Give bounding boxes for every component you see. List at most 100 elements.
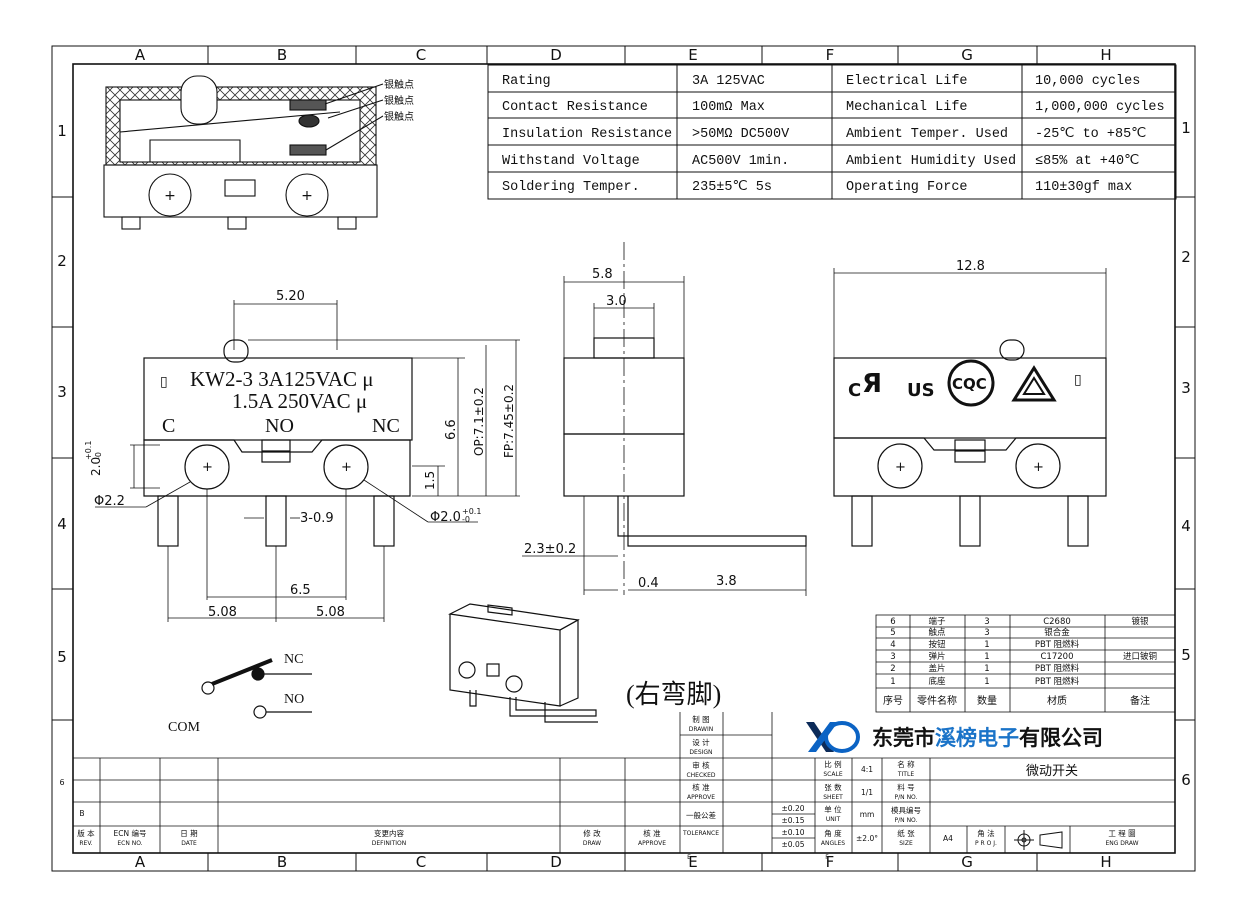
spec-value: 10,000 cycles [1035, 74, 1140, 89]
bom-header-note: 备注 [1130, 694, 1150, 707]
tb-tol-value: ±0.05 [782, 840, 805, 849]
ul-mark-icon: Я [862, 369, 882, 399]
svg-text:+: + [164, 188, 176, 204]
contact-label: 银触点 [384, 110, 414, 123]
spec-table-text: Rating 3A 125VAC Electrical Life 10,000 … [502, 74, 1165, 195]
dim-tol: +0.1 [462, 507, 481, 516]
tb-paper-en: SIZE [899, 840, 913, 847]
projection-icon [1014, 830, 1063, 850]
isometric-view [448, 603, 598, 723]
tb-mold-en: P/N NO. [895, 817, 918, 824]
spec-table [487, 64, 1177, 200]
spec-label: Rating [502, 74, 551, 89]
row-label: 6 [1181, 771, 1191, 789]
spec-value: 110±30gf max [1035, 180, 1132, 195]
col-label: D [550, 46, 562, 64]
spec-value: 100mΩ Max [692, 100, 765, 115]
dim-label: Φ2.2 [94, 494, 125, 509]
bom-cell-qty: 3 [984, 617, 989, 627]
bom-cell-name: 按钮 [928, 639, 946, 650]
row-label: 2 [57, 252, 67, 270]
bom-cell-material: 银合金 [1044, 627, 1070, 638]
col-label: E [688, 853, 697, 871]
section-plus-marks: ++ [164, 188, 313, 204]
spec-value: -25℃ to +85℃ [1035, 127, 1146, 142]
tb-date: 日 期 [180, 829, 197, 838]
tb-part: 料 号 [897, 782, 914, 792]
company-name-post: 有限公司 [1019, 726, 1103, 750]
dim-label: 5.8 [592, 267, 613, 282]
bom-cell-material: C17200 [1041, 652, 1074, 662]
marking-line1: KW2-3 3A125VAC μ [190, 367, 374, 391]
contact-label: 银触点 [384, 78, 414, 91]
svg-text:+: + [301, 188, 313, 204]
spec-label: Insulation Resistance [502, 127, 672, 142]
bom-cell-no: 1 [890, 677, 895, 687]
col-label: G [961, 853, 973, 871]
spec-value: 235±5℃ 5s [692, 180, 772, 195]
dim-label: 3-0.9 [300, 511, 334, 526]
tb-drawn: 制 图 [692, 714, 709, 724]
cert-cqc: CQC [952, 375, 987, 393]
dim-label: 3.0 [606, 294, 627, 309]
tb-proj-en: P R O J. [975, 840, 997, 847]
iso-caption: (右弯脚) [626, 680, 721, 709]
dim-label: 5.08 [208, 605, 237, 620]
dim-label: 1.5 [423, 471, 437, 490]
dim-tol: -0 [94, 452, 103, 460]
bom-cell-qty: 1 [984, 664, 989, 674]
bom-cell-material: C2680 [1043, 617, 1071, 627]
row-label: 1 [1181, 119, 1191, 137]
bom-cell-qty: 1 [984, 640, 989, 650]
col-label: H [1100, 46, 1111, 64]
back-view [833, 268, 1107, 547]
tb-sheet-val: 1/1 [861, 788, 873, 797]
tb-name: 名 称 [897, 759, 915, 769]
tb-general-tol: 一般公差 [686, 810, 716, 820]
tb-unit-en: UNIT [826, 816, 841, 823]
tb-rev: 版 本 [77, 828, 95, 838]
bom-cell-qty: 1 [984, 677, 989, 687]
bom-header-qty: 数量 [977, 694, 997, 707]
dim-label: 2.3±0.2 [524, 542, 576, 557]
dim-label: 5.20 [276, 289, 305, 304]
tb-angle-val: ±2.0° [856, 834, 878, 843]
terminal-c-label: C [162, 415, 175, 437]
tb-f-label: F [825, 854, 829, 861]
bom-header-no: 序号 [883, 694, 903, 707]
side-view [522, 242, 807, 596]
tb-design-en: DESIGN [689, 749, 712, 756]
col-label: C [416, 853, 426, 871]
row-label: 4 [57, 515, 67, 533]
bom-cell-no: 4 [890, 640, 895, 650]
bom-header-name: 零件名称 [917, 694, 957, 707]
frame-labels: A B C D E F G H A B C D E F G H 1 2 3 4 … [57, 46, 1191, 871]
contact-label: 银触点 [384, 94, 414, 107]
schematic-text: NC NO COM [168, 652, 304, 735]
row-label: 3 [57, 383, 67, 401]
tb-appr-en: APPROVE [638, 840, 666, 847]
tb-check-en: CHECKED [686, 772, 715, 779]
tb-angle: 角 度 [824, 828, 842, 838]
side-view-text: 5.8 3.0 2.3±0.2 0.4 3.8 [524, 267, 737, 591]
tb-date-en: DATE [181, 840, 197, 847]
bom-cell-no: 2 [890, 664, 895, 674]
tb-name-en: TITLE [897, 771, 914, 778]
bom-cell-qty: 3 [984, 628, 989, 638]
spec-value: ≤85% at +40℃ [1035, 154, 1139, 169]
tb-ecn: ECN 编号 [114, 828, 147, 838]
bom-cell-material: PBT 阻燃料 [1035, 676, 1080, 687]
dim-label: 3.8 [716, 574, 737, 589]
dim-label: 2.0 [89, 457, 103, 476]
section-view [103, 75, 384, 230]
tb-draw: 修 改 [583, 828, 601, 838]
bom-cell-name: 触点 [928, 627, 946, 638]
tb-sheet-en: SHEET [823, 794, 843, 801]
svg-text:+: + [341, 460, 352, 475]
bom-cell-note: 进口铍铜 [1123, 651, 1157, 662]
col-label: A [135, 853, 146, 871]
drawing-frame [51, 45, 1196, 872]
tb-tol-value: ±0.10 [782, 828, 805, 837]
row-label: 5 [57, 648, 67, 666]
